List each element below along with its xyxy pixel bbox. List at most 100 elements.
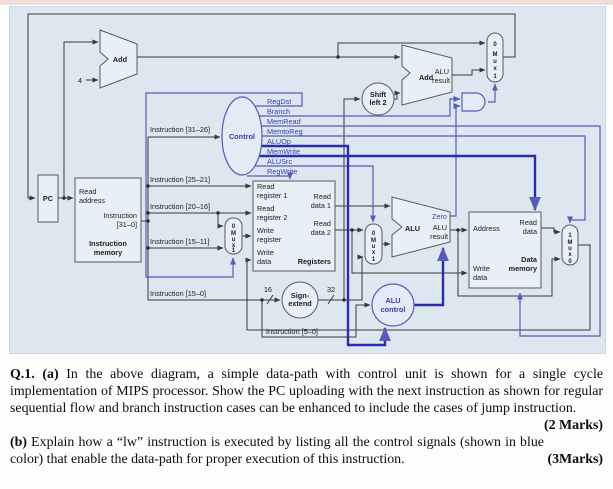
question-b-number: (b) <box>10 435 27 451</box>
svg-text:ALU: ALU <box>433 223 447 232</box>
svg-text:u: u <box>372 244 376 250</box>
svg-text:[31–0]: [31–0] <box>117 220 137 229</box>
svg-text:M: M <box>371 238 376 244</box>
alu-control-unit: ALU control <box>371 283 415 327</box>
datapath-wires <box>27 13 591 338</box>
svg-text:MemWrite: MemWrite <box>267 147 300 156</box>
svg-text:Data: Data <box>521 255 538 264</box>
question-a-number: Q.1. (a) <box>10 367 59 382</box>
svg-text:Registers: Registers <box>298 257 331 266</box>
question-block: Q.1. (a) In the above diagram, a simple … <box>0 366 613 485</box>
svg-text:Read: Read <box>520 218 537 227</box>
pc-register: PC <box>37 174 59 223</box>
svg-text:Instruction: Instruction <box>103 211 137 220</box>
svg-text:data: data <box>523 227 538 236</box>
svg-text:ALU: ALU <box>435 67 449 76</box>
svg-text:x: x <box>568 252 572 258</box>
svg-text:address: address <box>79 196 105 205</box>
question-a-text: In the above diagram, a simple data-path… <box>10 367 603 417</box>
svg-text:data 1: data 1 <box>311 201 331 210</box>
question-b: (b) Explain how a “lw” instruction is ex… <box>10 434 603 468</box>
svg-text:RegDst: RegDst <box>267 97 291 106</box>
svg-text:ALU: ALU <box>386 296 401 305</box>
regdst-mux: 0 M u x 1 <box>224 217 243 255</box>
pc-label: PC <box>43 194 54 203</box>
svg-text:Shift: Shift <box>370 90 387 99</box>
label-instruction-15-0: Instruction [15–0] <box>150 289 206 298</box>
svg-text:Write: Write <box>257 226 274 235</box>
svg-text:data 2: data 2 <box>311 228 331 237</box>
control-signal-labels: RegDst Branch MemRead MemtoReg ALUOp Mem… <box>267 97 303 176</box>
svg-text:data: data <box>257 257 272 266</box>
svg-text:0: 0 <box>372 231 376 237</box>
wire-junctions <box>62 55 460 302</box>
svg-text:extend: extend <box>288 299 312 308</box>
question-a-marks: (2 Marks) <box>543 418 603 434</box>
svg-text:Sign-: Sign- <box>291 291 310 300</box>
svg-text:control: control <box>381 305 406 314</box>
svg-text:left 2: left 2 <box>369 98 386 107</box>
instruction-memory: Read address Instruction [31–0] Instruct… <box>74 177 142 263</box>
svg-text:Read: Read <box>314 219 331 228</box>
svg-text:1: 1 <box>372 257 376 263</box>
svg-text:MemRead: MemRead <box>267 117 301 126</box>
svg-text:x: x <box>493 66 497 72</box>
svg-text:MemtoReg: MemtoReg <box>267 127 303 136</box>
label-instruction-15-11: Instruction [15–11] <box>150 237 210 246</box>
question-b-marks: (3Marks) <box>547 452 603 468</box>
svg-text:register: register <box>257 235 282 244</box>
svg-text:data: data <box>473 273 488 282</box>
svg-text:Branch: Branch <box>267 107 290 116</box>
svg-text:0: 0 <box>568 259 572 265</box>
svg-text:memory: memory <box>509 264 538 273</box>
svg-text:Control: Control <box>229 132 255 141</box>
label-instruction-31-26: Instruction [31–26] <box>150 125 210 134</box>
svg-text:u: u <box>232 237 236 243</box>
svg-text:Zero: Zero <box>432 212 447 221</box>
svg-text:result: result <box>432 76 450 85</box>
constant-4: 4 <box>78 76 82 85</box>
svg-text:1: 1 <box>568 233 572 239</box>
svg-text:register 2: register 2 <box>257 213 287 222</box>
svg-text:ALUSrc: ALUSrc <box>267 157 292 166</box>
svg-text:RegWrite: RegWrite <box>267 167 297 176</box>
bit-width-16: 16 <box>264 285 272 294</box>
svg-text:x: x <box>232 243 236 249</box>
svg-text:M: M <box>493 52 498 58</box>
branch-and-gate <box>461 92 486 112</box>
alu: ALU Zero ALU result <box>391 196 451 258</box>
svg-text:Add: Add <box>419 73 433 82</box>
svg-text:Add: Add <box>113 55 127 64</box>
svg-text:Instruction: Instruction <box>89 239 127 248</box>
registers-file: Read register 1 Read register 2 Write re… <box>252 180 336 272</box>
svg-text:Write: Write <box>257 248 274 257</box>
adder-pc-plus-4: Add 4 <box>78 29 138 89</box>
question-b-text: Explain how a “lw” instruction is execut… <box>10 435 544 468</box>
svg-text:Read: Read <box>257 204 274 213</box>
svg-text:1: 1 <box>493 74 497 80</box>
svg-text:u: u <box>493 59 497 65</box>
control-signal-wires <box>145 83 601 337</box>
svg-text:x: x <box>372 250 376 256</box>
label-instruction-5-0: Instruction [5–0] <box>266 327 318 336</box>
svg-text:Address: Address <box>473 224 500 233</box>
mips-datapath-diagram: PC Read address Instruction [31–0] Instr… <box>27 13 601 347</box>
control-unit: Control RegDst Branch MemRead MemtoReg A… <box>221 96 303 176</box>
svg-text:Read: Read <box>314 192 331 201</box>
adder-branch: Add ALU result <box>401 44 453 106</box>
pcsrc-mux: 0 M u x 1 <box>486 32 504 83</box>
svg-text:u: u <box>568 246 572 252</box>
sign-extend-unit: Sign- extend 16 32 <box>264 281 335 319</box>
svg-text:memory: memory <box>94 248 123 257</box>
data-memory: Address Read data Data memory Write data <box>468 211 542 289</box>
alusrc-mux: 0 M u x 1 <box>364 223 383 265</box>
svg-text:1: 1 <box>232 248 236 254</box>
label-instruction-20-16: Instruction [20–16] <box>150 202 210 211</box>
svg-text:ALUOp: ALUOp <box>267 137 291 146</box>
svg-text:Read: Read <box>79 187 96 196</box>
instruction-field-labels: Instruction [31–26] Instruction [25–21] … <box>150 125 318 336</box>
svg-text:0: 0 <box>493 42 497 48</box>
bit-width-32: 32 <box>327 285 335 294</box>
svg-text:Read: Read <box>257 182 274 191</box>
